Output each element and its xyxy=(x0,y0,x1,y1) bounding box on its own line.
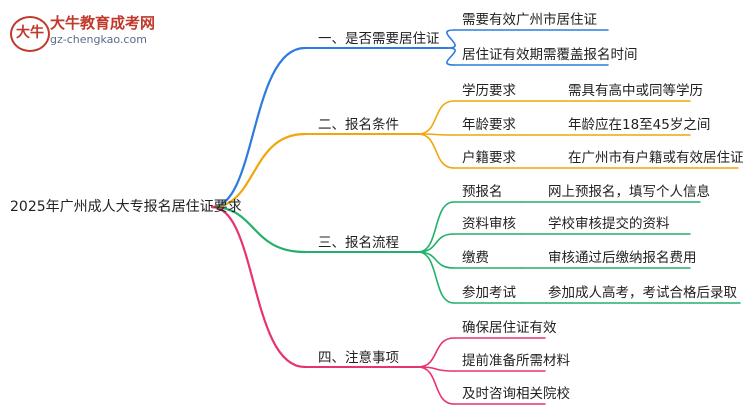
root-connector-1 xyxy=(210,46,307,209)
item-label-3-2: 资料审核 xyxy=(462,216,516,232)
detail-label-3-2: 学校审核提交的资料 xyxy=(548,216,670,232)
item-label-3-1: 预报名 xyxy=(462,184,503,200)
item-connector-4-3 xyxy=(417,366,455,405)
branch-label-3: 三、报名流程 xyxy=(318,235,399,251)
item-label-1-2: 居住证有效期需覆盖报名时间 xyxy=(462,47,638,63)
item-connector-3-3 xyxy=(417,251,455,269)
root-node: 2025年广州成人大专报名居住证要求 xyxy=(10,199,242,215)
site-logo: 大牛 大牛教育成考网 gz-chengkao.com xyxy=(6,8,166,52)
root-connector-2 xyxy=(210,132,307,209)
branch-label-1: 一、是否需要居住证 xyxy=(318,31,440,47)
item-connector-2-1 xyxy=(417,100,455,135)
detail-label-3-4: 参加成人高考，考试合格后录取 xyxy=(548,285,737,301)
logo-url: gz-chengkao.com xyxy=(50,33,147,46)
detail-label-3-3: 审核通过后缴纳报名费用 xyxy=(548,250,697,266)
item-label-4-1: 确保居住证有效 xyxy=(462,320,557,336)
detail-label-3-1: 网上预报名，填写个人信息 xyxy=(548,184,710,200)
logo-mark-icon: 大牛 xyxy=(10,16,50,52)
root-connector-3 xyxy=(210,205,307,254)
item-connector-3-1 xyxy=(417,201,455,253)
item-connector-3-2 xyxy=(417,233,455,253)
item-label-3-4: 参加考试 xyxy=(462,285,516,301)
item-label-4-2: 提前准备所需材料 xyxy=(462,353,570,369)
branch-label-4: 四、注意事项 xyxy=(318,350,399,366)
branch-label-2: 二、报名条件 xyxy=(318,117,399,133)
item-label-2-3: 户籍要求 xyxy=(462,150,516,166)
item-connector-2-3 xyxy=(417,133,455,169)
item-connector-1-2 xyxy=(446,47,456,66)
item-label-3-3: 缴费 xyxy=(462,250,489,266)
detail-label-2-2: 年龄应在18至45岁之间 xyxy=(568,117,711,133)
detail-label-2-3: 在广州市有户籍或有效居住证 xyxy=(568,150,744,166)
item-label-1-1: 需要有效广州市居住证 xyxy=(462,12,597,28)
item-label-2-1: 学历要求 xyxy=(462,83,516,99)
root-connector-4 xyxy=(210,205,307,369)
detail-label-2-1: 需具有高中或同等学历 xyxy=(568,83,703,99)
item-connector-3-4 xyxy=(417,251,455,304)
item-label-4-3: 及时咨询相关院校 xyxy=(462,386,570,402)
item-label-2-2: 年龄要求 xyxy=(462,117,516,133)
logo-title: 大牛教育成考网 xyxy=(50,14,156,32)
item-connector-1-1 xyxy=(446,29,456,49)
item-connector-4-1 xyxy=(417,337,455,368)
